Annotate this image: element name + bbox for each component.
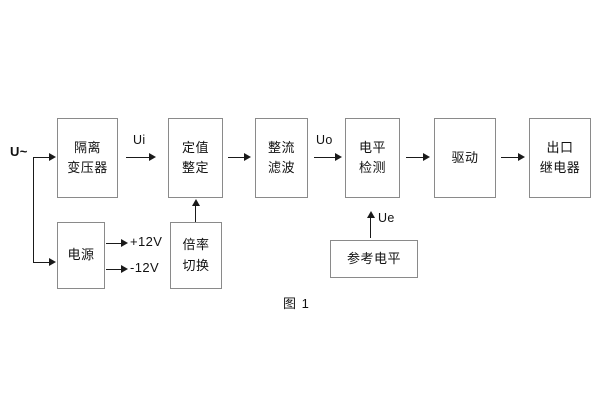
block-setting-value-line2: 整定	[181, 160, 209, 175]
block-output-relay[interactable]: 出口 继电器	[529, 118, 591, 198]
link-setting-to-rectify-line	[228, 157, 245, 159]
link-transformer-to-setting-line	[126, 157, 150, 159]
block-rectify-filter[interactable]: 整流 滤波	[255, 118, 308, 198]
block-multiplier-switch-line1: 倍率	[182, 237, 210, 253]
rail-neg12v-label: -12V	[130, 260, 160, 275]
link-setting-to-rectify-arrow	[244, 153, 251, 161]
block-drive[interactable]: 驱动	[434, 118, 496, 198]
rail-pos12v-label: +12V	[130, 234, 163, 249]
block-isolation-transformer-line2: 变压器	[67, 160, 108, 175]
block-multiplier-switch-line2: 切换	[182, 257, 210, 273]
block-isolation-transformer[interactable]: 隔离 变压器	[57, 118, 118, 198]
block-drive-line1: 驱动	[451, 149, 479, 165]
link-drive-to-relay-arrow	[518, 153, 525, 161]
block-setting-value-line1: 定值	[181, 139, 209, 155]
block-multiplier-switch[interactable]: 倍率 切换	[170, 222, 222, 289]
block-setting-value[interactable]: 定值 整定	[168, 118, 223, 198]
input-branch-vertical-line	[33, 157, 35, 263]
block-level-detect[interactable]: 电平 检测	[345, 118, 400, 198]
signal-label-uo: Uo	[316, 133, 333, 147]
block-level-detect-line1: 电平	[358, 139, 386, 155]
block-reference-level[interactable]: 参考电平	[330, 240, 418, 278]
rail-pos12v-arrow	[121, 239, 128, 247]
block-rectify-filter-line2: 滤波	[267, 160, 295, 175]
link-rectify-to-level-line	[314, 157, 336, 159]
block-output-relay-line2: 继电器	[539, 160, 581, 175]
input-branch-bottom-line	[33, 262, 50, 264]
link-transformer-to-setting-arrow	[149, 153, 156, 161]
link-level-to-drive-line	[406, 157, 424, 159]
link-multiplier-to-setting-line	[195, 205, 197, 222]
rail-neg12v-arrow	[121, 265, 128, 273]
block-level-detect-line2: 检测	[358, 160, 386, 175]
link-reference-to-level-arrow	[367, 211, 375, 218]
block-reference-level-line1: 参考电平	[346, 250, 401, 266]
link-rectify-to-level-arrow	[335, 153, 342, 161]
rail-neg12v-line	[106, 269, 122, 271]
input-arrow-to-power-supply	[49, 258, 56, 266]
input-label-u: U~	[10, 144, 28, 159]
link-level-to-drive-arrow	[423, 153, 430, 161]
input-branch-top-line	[33, 157, 50, 159]
link-reference-to-level-line	[370, 217, 372, 238]
figure-caption: 图 1	[283, 296, 310, 311]
input-arrow-to-transformer	[49, 153, 56, 161]
block-output-relay-line1: 出口	[546, 139, 574, 155]
link-drive-to-relay-line	[501, 157, 519, 159]
block-power-supply-line1: 电源	[67, 247, 95, 263]
signal-label-ue: Ue	[378, 211, 395, 225]
block-isolation-transformer-line1: 隔离	[73, 139, 101, 155]
block-rectify-filter-line1: 整流	[267, 139, 295, 155]
signal-label-ui: Ui	[133, 133, 146, 147]
block-power-supply[interactable]: 电源	[57, 222, 105, 289]
rail-pos12v-line	[106, 243, 122, 245]
link-multiplier-to-setting-arrow	[192, 199, 200, 206]
